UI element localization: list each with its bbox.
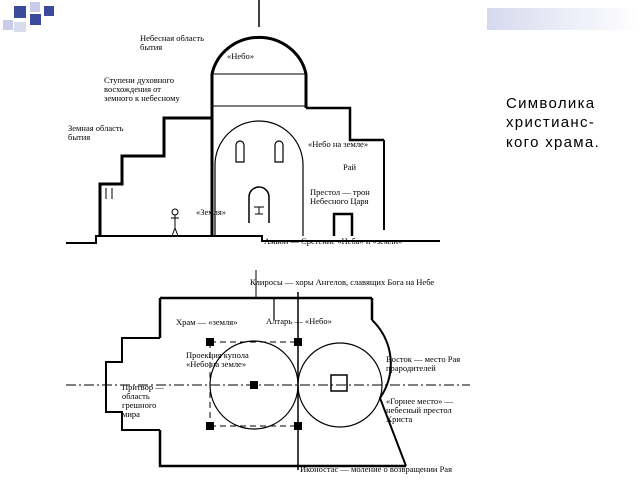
label-ambo: Амвон — Сретение «Неба» и «земли» [264,236,403,246]
label-temple-earth: Храм — «земля» [176,317,238,327]
label-paradise: Рай [343,162,357,172]
slide-title-line-2: христианс- [506,114,596,131]
label-throne: Престол — трон Небесного Царя [310,187,370,206]
label-heaven-realm: Небесная область бытия [140,33,204,52]
slide-title-line-3: кого храма. [506,134,601,151]
header-gradient-bar [487,8,640,30]
corner-square-light [14,22,26,32]
label-heaven: «Небо» [227,51,254,61]
corner-square-dark [30,14,41,25]
corner-square-dark [44,6,54,16]
label-dome-projection: Проекция купола «Небо на земле» [186,350,249,369]
label-iconostasis: Иконостас — моление о возвращении Рая [300,464,452,474]
label-altar-heaven: Алтарь — «Небо» [266,316,332,326]
label-earth: «Земля» [196,207,227,217]
corner-square-light [3,20,13,30]
label-narthex: Притвор — область грешного мира [122,382,164,419]
label-kliros: Клиросы — хоры Ангелов, славящих Бога на… [250,277,435,287]
corner-square-light [30,2,40,12]
corner-square-dark [14,6,26,18]
label-heaven-on-earth: «Небо на земле» [308,139,369,149]
label-spiritual-steps: Ступени духовного восхождения от земного… [104,75,180,103]
label-east-paradise: Восток — место Рая прародителей [386,354,461,373]
label-high-place: «Горнее место» — небесный престол Христа [386,396,453,424]
slide-title-line-1: Символика [506,95,596,112]
label-earthly-realm: Земная область бытия [68,123,124,142]
